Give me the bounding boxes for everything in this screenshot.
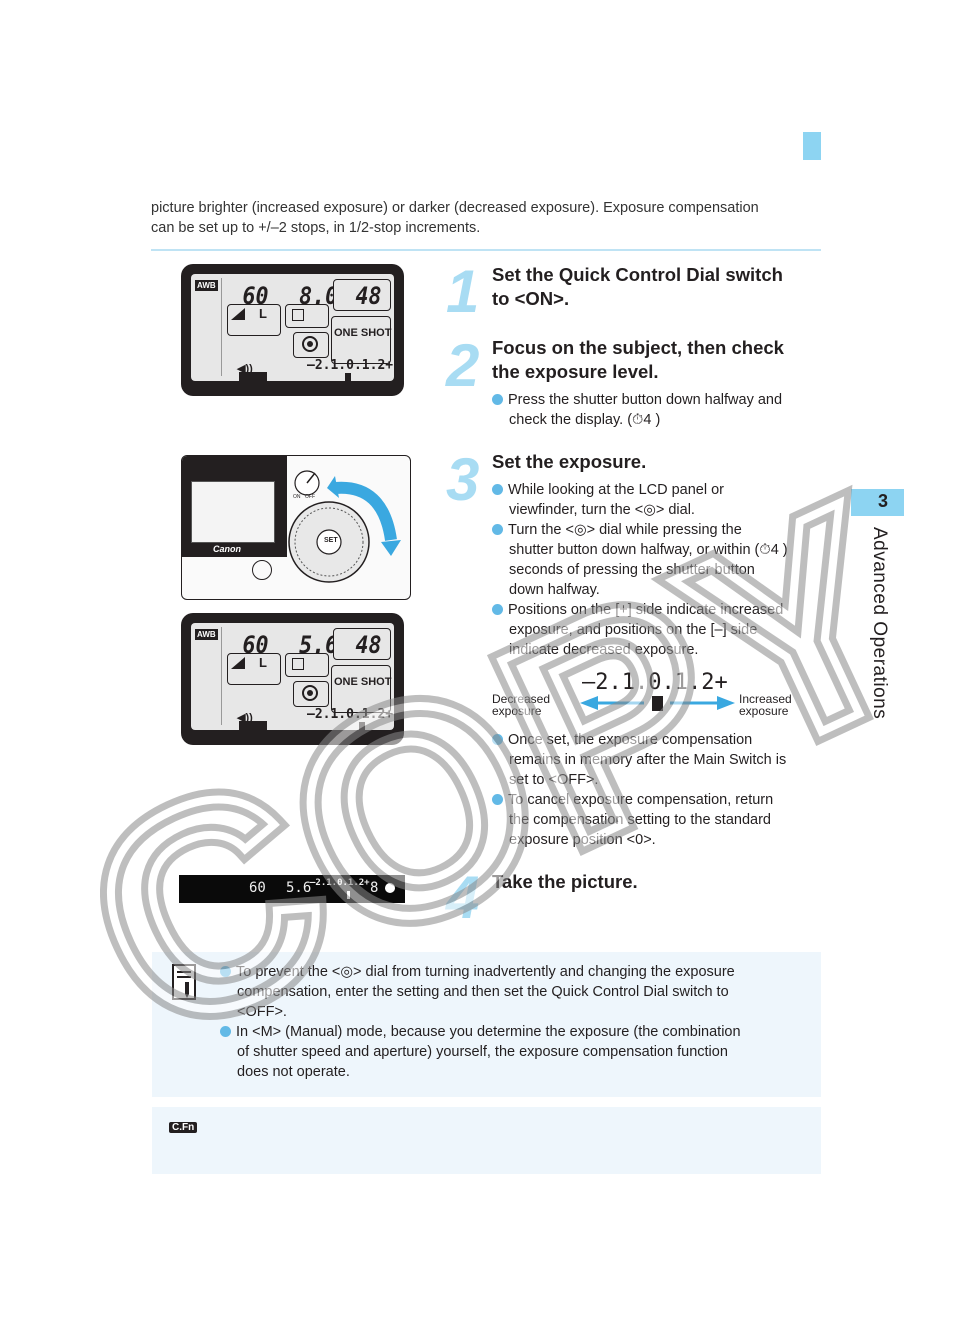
- awb-indicator: AWB: [195, 280, 218, 291]
- drive-mode-icon: [292, 309, 304, 321]
- step-number: 1: [446, 258, 480, 325]
- lcd-monitor: [191, 481, 275, 543]
- divider: [151, 249, 821, 251]
- step-title: Take the picture.: [492, 871, 638, 892]
- quality-icon: [231, 657, 245, 669]
- note-icon: [172, 964, 196, 1000]
- list-item: Positions on the [+] side indicate incre…: [492, 600, 849, 660]
- chapter-marker: [803, 132, 821, 160]
- intro-text: picture brighter (increased exposure) or…: [151, 198, 826, 238]
- exposure-indicator: [345, 373, 351, 381]
- focus-confirm-icon: [385, 883, 395, 893]
- shots-remaining: 48: [355, 282, 382, 310]
- set-button-label: SET: [324, 537, 338, 544]
- chapter-title: Advanced Operations: [869, 527, 890, 720]
- custom-function-box: [152, 1107, 821, 1174]
- step-number: 4: [446, 864, 480, 931]
- quick-control-dial-icon: [288, 470, 401, 583]
- cfn-badge: C.Fn: [169, 1122, 198, 1133]
- quality-icon: [231, 308, 245, 320]
- vf-count: 8: [370, 880, 379, 896]
- vf-scale: –2.1.0.1.2+: [310, 878, 370, 888]
- image-quality: L: [259, 655, 267, 670]
- exposure-indicator: [359, 722, 365, 730]
- exposure-scale: –2.1.0.1.2+: [307, 707, 394, 722]
- exposure-indicator: [652, 696, 663, 711]
- image-quality: L: [259, 306, 267, 321]
- drive-mode-icon: [292, 658, 304, 670]
- switch-on-label: ON: [293, 494, 301, 500]
- lcd-panel-2: AWB 60 5.6 48 L ONE SHOT ◀)) –2.1.0.1.2+: [181, 613, 404, 745]
- step-number: 2: [446, 332, 480, 399]
- vf-shutter: 60: [249, 880, 266, 896]
- battery-icon: [239, 372, 267, 383]
- lcd-panel-1: AWB 60 8.0 48 L ONE SHOT ◀)) –2.1.0.1.2+: [181, 264, 404, 396]
- list-item: In <M> (Manual) mode, because you determ…: [220, 1022, 832, 1082]
- awb-indicator: AWB: [195, 629, 218, 640]
- viewfinder-display: 60 5.6 –2.1.0.1.2+ 8: [179, 875, 405, 903]
- step-title: Set the exposure.: [492, 451, 647, 472]
- chapter-tab: [851, 489, 904, 516]
- metering-icon: [302, 685, 318, 701]
- metering-icon: [302, 336, 318, 352]
- chapter-number: 3: [878, 491, 889, 511]
- brand-logo: Canon: [213, 544, 241, 554]
- arrows-icon: [580, 696, 735, 710]
- note-box: [152, 952, 821, 1097]
- battery-icon: [239, 721, 267, 732]
- intro-line: picture brighter (increased exposure) or…: [151, 200, 759, 216]
- af-mode: ONE SHOT: [334, 327, 392, 339]
- af-mode: ONE SHOT: [334, 676, 392, 688]
- list-item: To prevent the <◎> dial from turning ina…: [220, 962, 832, 1022]
- intro-line: can be set up to +/–2 stops, in 1/2-stop…: [151, 220, 481, 236]
- step-number: 3: [446, 446, 480, 513]
- switch-off-label: OFF: [305, 494, 315, 500]
- list-item: Press the shutter button down halfway an…: [492, 390, 839, 430]
- vf-aperture: 5.6: [286, 880, 312, 896]
- button-icon: [252, 560, 272, 580]
- exposure-scale-diagram: –2.1.0.1.2+: [582, 670, 728, 695]
- exposure-scale: –2.1.0.1.2+: [307, 358, 394, 373]
- vf-indicator: [347, 891, 350, 899]
- shots-remaining: 48: [355, 631, 382, 659]
- camera-back-illustration: Canon SET ON OFF: [181, 455, 411, 600]
